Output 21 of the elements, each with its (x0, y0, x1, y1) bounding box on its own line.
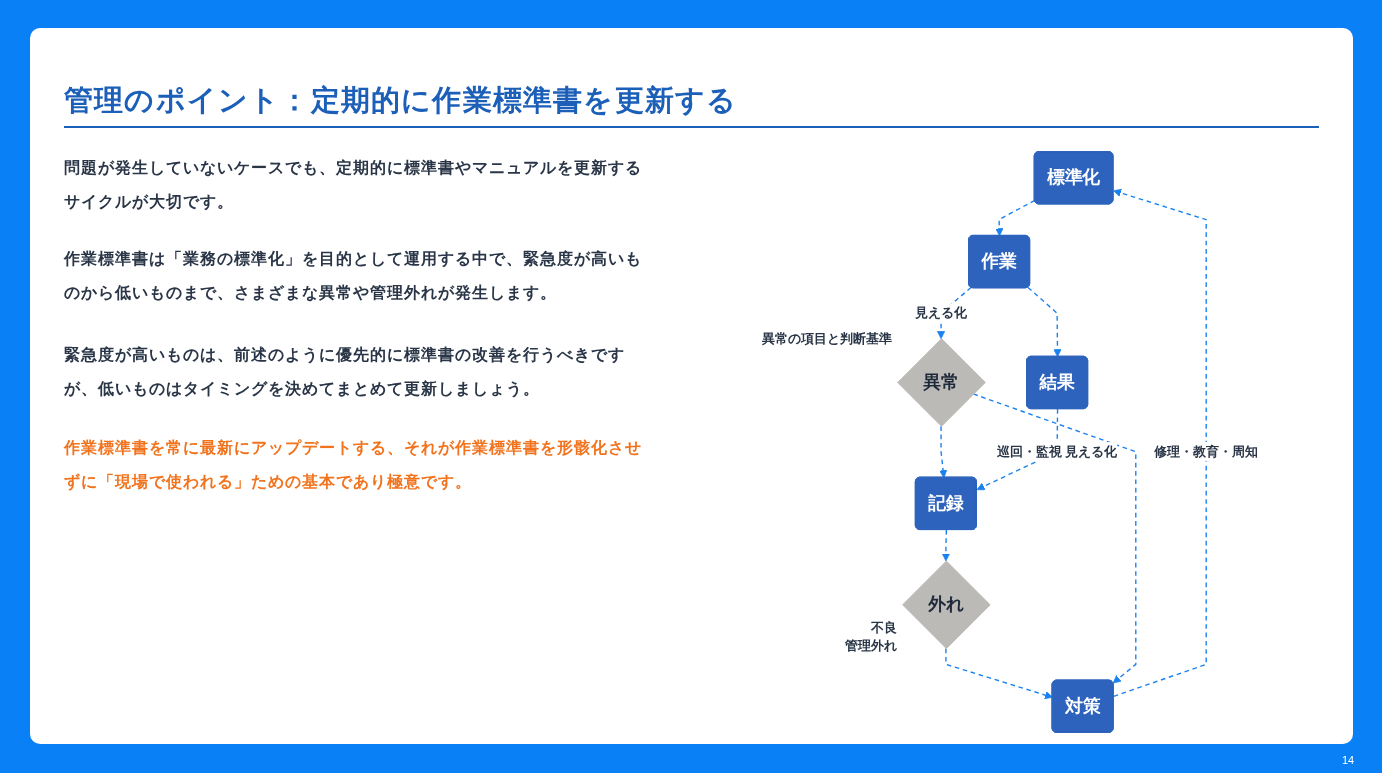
body-text: 問題が発生していないケースでも、定期的に標準書やマニュアルを更新するサイクルが大切です。 (64, 158, 643, 212)
arrow (1113, 188, 1208, 698)
arrow (972, 393, 1137, 684)
node-note: 不良 管理外れ (845, 619, 898, 654)
arrow (995, 199, 1036, 237)
card-background: 管理のポイント：定期的に作業標準書を更新する 見える化 巡回・監視 見える化 修理・教育・周知 標準化 作業 異常の項目と判断基準 異常 結果 記録 外れ 不良 管理外れ 対策 問題が発生していないケースでも、定期的に標準書やマニュアルを更新するサイクルが大切です。 作業標準書は「業務の標準化」を目的として運用する中で、緊急度が高いものから低いものまで、さまざまな異常や管理外れが発生します。 緊急度が高いものは、前述のように優先的に標準書の改善を行うべきですが、低いものはタイミングを決めてまとめて更新しましょう。 作業標準書を常に最新にアップデートする、それが作業標準書を形骸化させずに「現場で使われる」ための基本であり極意です。 (30, 28, 1353, 744)
arrow (1027, 286, 1062, 358)
node-diamond (902, 560, 991, 650)
page-number: 14 (1342, 753, 1355, 767)
arrow (939, 425, 948, 479)
edge-label: 修理・教育・周知 (1154, 443, 1259, 459)
arrow (945, 647, 1054, 700)
emphasis-text: 作業標準書を常に最新にアップデートする、それが作業標準書を形骸化させずに「現場で使われる」ための基本であり極意です。 (64, 438, 643, 493)
arrow (942, 529, 951, 562)
node-note: 異常の項目と判断基準 (762, 331, 893, 347)
slide-title: 管理のポイント：定期的に作業標準書を更新する (64, 83, 738, 118)
edge-label: 見える化 (915, 305, 968, 321)
edge-label: 巡回・監視 見える化 (997, 443, 1118, 459)
node-diamond (897, 338, 986, 427)
body-text: 緊急度が高いものは、前述のように優先的に標準書の改善を行うべきですが、低いものはタイミングを決めてまとめて更新しましょう。 (64, 345, 626, 400)
body-text: 作業標準書は「業務の標準化」を目的として運用する中で、緊急度が高いものから低いものまで、さまざまな異常や管理外れが発生します。 (64, 249, 643, 304)
